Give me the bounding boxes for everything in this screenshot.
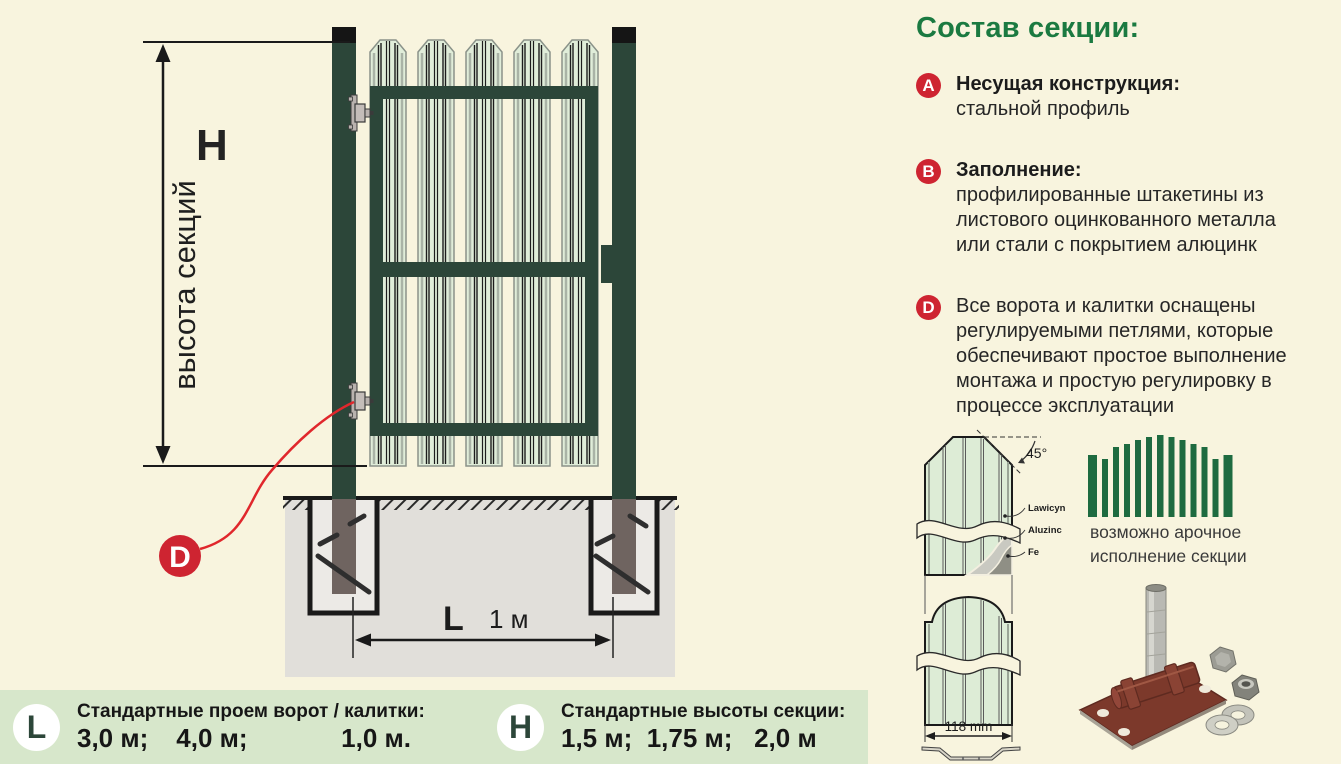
post-cap-left [332, 27, 356, 43]
width-value-2: 4,0 м; [176, 723, 248, 753]
ground-section [283, 496, 679, 677]
gate-latch [601, 245, 614, 283]
height-standards-title: Стандартные высоты секции: [561, 701, 846, 722]
width-standards-values: 3,0 м; 4,0 м; 1,0 м. [77, 723, 413, 753]
hinge-pin [1145, 584, 1167, 679]
height-standards-values: 1,5 м; 1,75 м; 2,0 м [561, 723, 817, 753]
gate-post-right [612, 27, 636, 499]
gate-frame [370, 86, 614, 436]
width-value-3: 1,0 м. [341, 723, 411, 753]
width-badge: L [13, 703, 60, 751]
coating-label-base: Fe [1028, 547, 1039, 558]
picket-width-dimension: 118 mm [924, 719, 1013, 742]
coating-label-mid: Aluzinc [1028, 525, 1062, 536]
hex-nut [1231, 674, 1260, 701]
picket-profile-detail: 45° Lawicyn Aluzinc Fe [916, 429, 1066, 761]
picket-width-value: 118 mm [945, 719, 993, 734]
section-composition-legend: Состав секции: A Несущая конструкция: ст… [916, 12, 1311, 455]
height-dimension: H высота секций [143, 41, 367, 467]
picket-arched-profile [916, 595, 1021, 726]
height-label: H [196, 121, 228, 170]
arched-section-note: возможно арочное исполнение секции [1090, 522, 1247, 566]
rebar-anchors [315, 513, 651, 595]
picket-cross-section [921, 746, 1021, 761]
legend-item-d: D Все ворота и калитки оснащены регулиру… [916, 294, 1311, 419]
washers [1205, 704, 1255, 736]
item-b-heading: Заполнение: [956, 159, 1082, 181]
badge-b: B [916, 159, 941, 184]
width-value: 1 м [489, 604, 529, 634]
coating-label-top: Lawicyn [1028, 503, 1066, 514]
legend-title: Состав секции: [916, 12, 1140, 44]
adjustable-hinge-photo [1078, 584, 1260, 750]
item-a-body: стальной профиль [956, 98, 1130, 120]
hinge-barrel [1110, 661, 1201, 710]
picket-45-profile: 45° Lawicyn Aluzinc Fe [916, 429, 1066, 576]
width-dimension: L 1 м [352, 597, 614, 658]
legend-item-b: B Заполнение: профилированные штакетины … [916, 158, 1311, 258]
gate-width-standards: L Стандартные проем ворот / калитки: 3,0… [13, 690, 425, 764]
width-value-1: 3,0 м; [77, 723, 149, 753]
hinge-callout-letter: D [169, 541, 191, 574]
legend-item-a: A Несущая конструкция: стальной профиль [916, 72, 1311, 122]
item-d-body: Все ворота и калитки оснащены регулируем… [956, 295, 1287, 417]
badge-d: D [916, 295, 941, 320]
item-b-body: профилированные штакетины из листового о… [956, 184, 1276, 256]
hinge-callout: D [159, 400, 355, 577]
width-standards-title: Стандартные проем ворот / калитки: [77, 701, 425, 722]
width-label: L [443, 600, 464, 638]
badge-a: A [916, 73, 941, 98]
arched-section-icon [1088, 435, 1233, 517]
height-caption: высота секций [167, 180, 202, 390]
gate-pickets [368, 38, 600, 468]
angle-label: 45° [1026, 445, 1047, 461]
standards-bar: L Стандартные проем ворот / калитки: 3,0… [0, 690, 868, 764]
gate-diagram: L 1 м [143, 27, 679, 677]
height-badge: H [497, 703, 544, 751]
section-height-standards: H Стандартные высоты секции: 1,5 м; 1,75… [497, 690, 845, 764]
post-cap-right [612, 27, 636, 43]
item-a-heading: Несущая конструкция: [956, 73, 1180, 95]
